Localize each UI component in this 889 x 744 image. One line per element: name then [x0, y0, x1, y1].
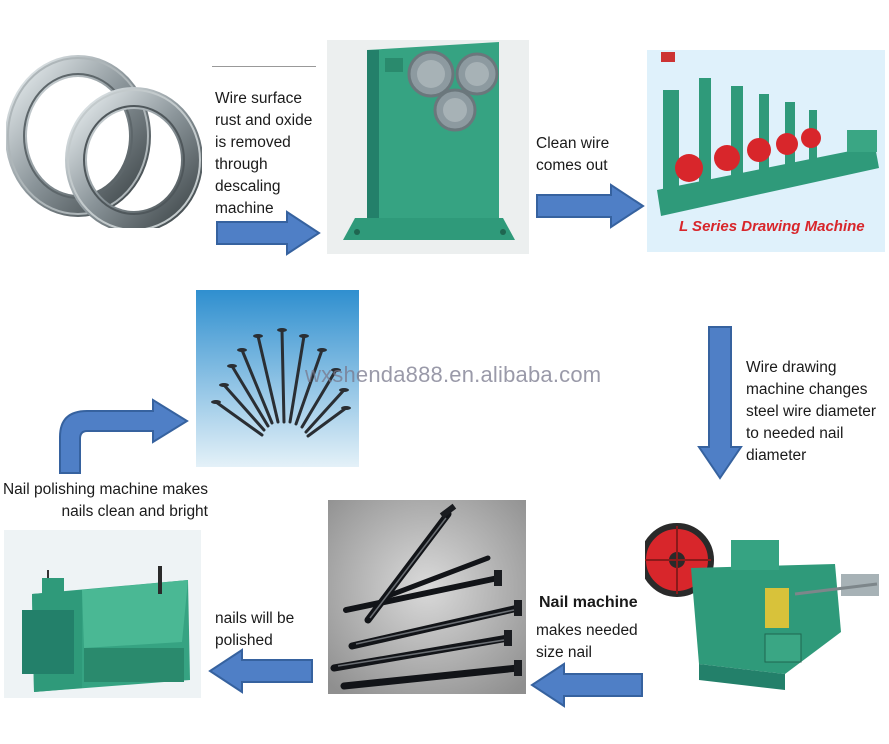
drawing-machine-image: L Series Drawing Machine [647, 50, 885, 252]
arrow-right-icon [215, 210, 323, 256]
watermark-text: wxshenda888.en.alibaba.com [305, 362, 602, 387]
arrow-down-icon [697, 325, 743, 481]
polishing-machine-image [4, 530, 201, 698]
divider-line [212, 66, 316, 67]
nail-machine-title: Nail machine [539, 594, 638, 611]
nail-making-machine-image [645, 504, 885, 698]
step-clean-wire-text: Clean wire comes out [536, 135, 610, 174]
arrow-right-icon [535, 183, 647, 229]
arrow-left-icon [530, 662, 644, 708]
finished-nails-image [196, 290, 359, 467]
raw-nails-image [328, 500, 526, 694]
descaling-machine-image [327, 40, 529, 254]
step-drawing-change-text: Wire drawing machine changes steel wire … [746, 359, 877, 464]
arrow-left-icon [208, 648, 314, 694]
step-nail-machine-text: makes needed size nail [536, 622, 638, 661]
step-descaling-text: Wire surface rust and oxide is removed t… [215, 90, 313, 217]
wire-coil-image [6, 48, 202, 228]
step-polishing-text: Nail polishing machine makes nails clean… [2, 481, 208, 520]
step-polished-text: nails will be polished [215, 610, 295, 649]
bent-arrow-icon [57, 397, 193, 477]
drawing-machine-banner: L Series Drawing Machine [679, 218, 865, 235]
